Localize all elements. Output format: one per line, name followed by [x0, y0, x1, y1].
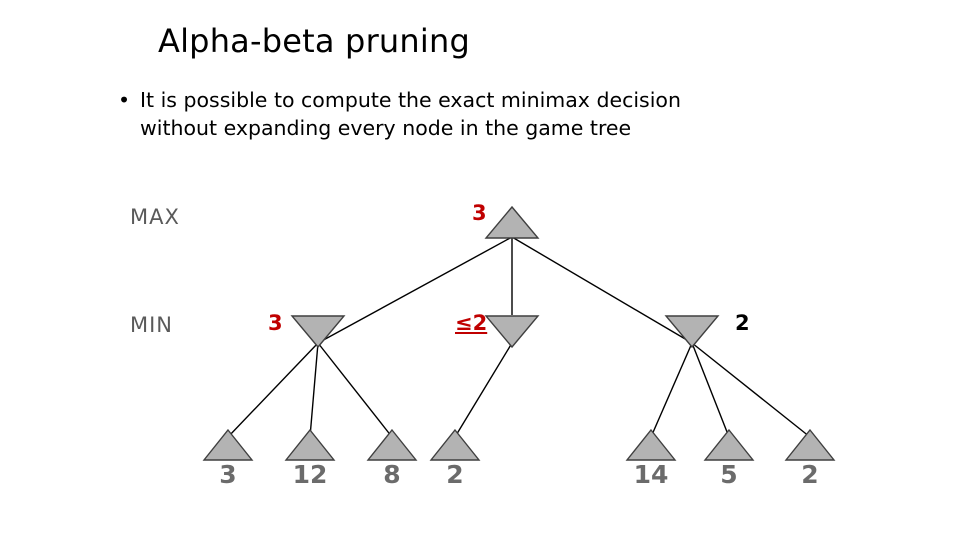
node-leaf-2 [284, 428, 336, 461]
tree-graphics [202, 205, 836, 461]
annotation-min-middle: ≤2 [455, 311, 488, 335]
leaf-label-6: 5 [720, 460, 738, 489]
node-min-right [664, 315, 720, 349]
leaf-label-1: 3 [219, 460, 237, 489]
bullet-line-1: It is possible to compute the exact mini… [140, 88, 681, 112]
row-label-max: MAX [130, 205, 180, 229]
node-leaf-5 [625, 428, 677, 461]
node-min-left [290, 315, 346, 349]
node-max-root [484, 205, 540, 239]
node-leaf-3 [366, 428, 418, 461]
leaf-label-5: 14 [633, 460, 669, 489]
bullet-line-2: without expanding every node in the game… [140, 116, 632, 141]
node-leaf-1 [202, 428, 254, 461]
tree-edges [227, 236, 811, 438]
node-leaf-6 [703, 428, 755, 461]
node-leaf-7 [784, 428, 836, 461]
leaf-label-7: 2 [801, 460, 819, 489]
annotation-min-right: 2 [735, 311, 750, 335]
leaf-label-3: 8 [383, 460, 401, 489]
leaf-label-4: 2 [446, 460, 464, 489]
row-label-min: MIN [130, 313, 174, 337]
bullet-marker: • [118, 88, 131, 112]
node-leaf-4 [429, 428, 481, 461]
leaf-label-2: 12 [292, 460, 328, 489]
annotation-max-root: 3 [472, 201, 487, 225]
annotation-min-left: 3 [268, 311, 283, 335]
bullet-list: • It is possible to compute the exact mi… [118, 86, 818, 143]
node-min-middle [484, 315, 540, 349]
game-tree-diagram: MAX MIN [0, 175, 960, 505]
page-title: Alpha-beta pruning [158, 22, 470, 60]
